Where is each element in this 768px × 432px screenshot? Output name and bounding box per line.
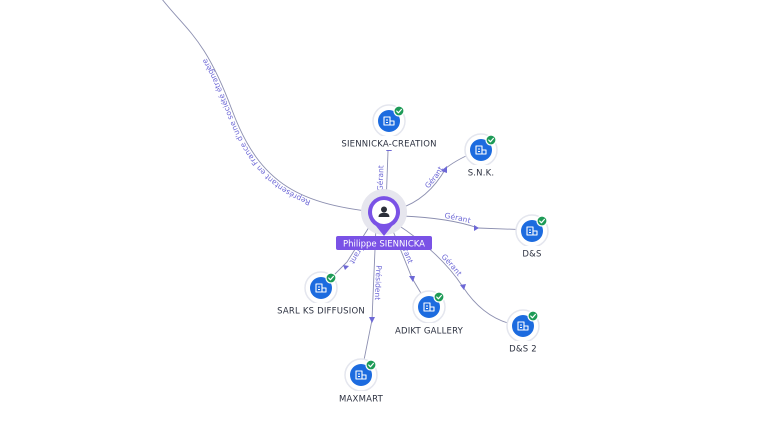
company-node-ds[interactable]: D&S (515, 214, 549, 260)
svg-text:Gérant: Gérant (423, 165, 445, 190)
svg-text:Gérant: Gérant (376, 165, 386, 191)
building-icon (355, 370, 367, 380)
edge-arrow (460, 284, 466, 290)
svg-text:Président: Président (373, 265, 383, 300)
edge-external: Représentant en France d'une société étr… (157, 0, 385, 214)
building-icon (315, 283, 327, 293)
company-nodes: SIENNICKA-CREATION S.N.K. D&S D&S 2 (273, 104, 549, 405)
check-badge-icon (527, 310, 539, 322)
company-label-maxmart: MAXMART (339, 395, 384, 405)
check-badge-icon (433, 291, 445, 303)
building-icon (423, 302, 435, 312)
edge-arrow (369, 317, 375, 323)
edge-label-ds: Gérant (444, 211, 472, 225)
edge-label-siennicka-creation: Gérant (376, 165, 386, 191)
edge-label-ds2: Gérant (440, 252, 464, 278)
edges: Représentant en France d'une société étr… (157, 0, 533, 376)
building-icon (383, 116, 395, 126)
svg-text:Gérant: Gérant (440, 252, 464, 278)
company-label-snk: S.N.K. (468, 169, 495, 179)
edge-label-maxmart: Président (373, 265, 383, 300)
person-node[interactable]: Philippe SIENNICKA (336, 189, 432, 250)
company-node-ds2[interactable]: D&S 2 (504, 309, 542, 355)
edge-arrow (441, 166, 447, 173)
edge-ds: Gérant (401, 211, 533, 231)
company-node-snk[interactable]: S.N.K. (463, 133, 499, 179)
building-icon (517, 321, 529, 331)
person-label: Philippe SIENNICKA (343, 240, 425, 250)
company-label-sarl-ks-diffusion: SARL KS DIFFUSION (277, 307, 365, 317)
building-icon (526, 226, 538, 236)
company-label-ds: D&S (522, 250, 541, 260)
company-node-adikt-gallery[interactable]: ADIKT GALLERY (389, 290, 469, 337)
check-badge-icon (393, 105, 405, 117)
company-label-siennicka-creation: SIENNICKA-CREATION (341, 140, 436, 150)
edge-label-snk: Gérant (423, 165, 445, 190)
edge-arrow (474, 225, 479, 231)
company-label-adikt-gallery: ADIKT GALLERY (395, 327, 464, 337)
company-node-siennicka-creation[interactable]: SIENNICKA-CREATION (333, 104, 445, 150)
company-label-ds2: D&S 2 (509, 345, 537, 355)
building-icon (475, 145, 487, 155)
check-badge-icon (485, 134, 497, 146)
edge-maxmart: Président (360, 225, 383, 376)
check-badge-icon (325, 272, 337, 284)
svg-text:Représentant en France d'une s: Représentant en France d'une société étr… (200, 57, 312, 207)
person-icon (378, 206, 390, 217)
svg-text:Gérant: Gérant (444, 211, 472, 225)
edge-arrow (409, 276, 415, 282)
edge-label-external: Représentant en France d'une société étr… (200, 57, 312, 207)
company-node-maxmart[interactable]: MAXMART (333, 358, 389, 405)
check-badge-icon (365, 359, 377, 371)
edge-arrow (343, 265, 349, 270)
company-node-sarl-ks-diffusion[interactable]: SARL KS DIFFUSION (273, 271, 369, 317)
check-badge-icon (536, 215, 548, 227)
